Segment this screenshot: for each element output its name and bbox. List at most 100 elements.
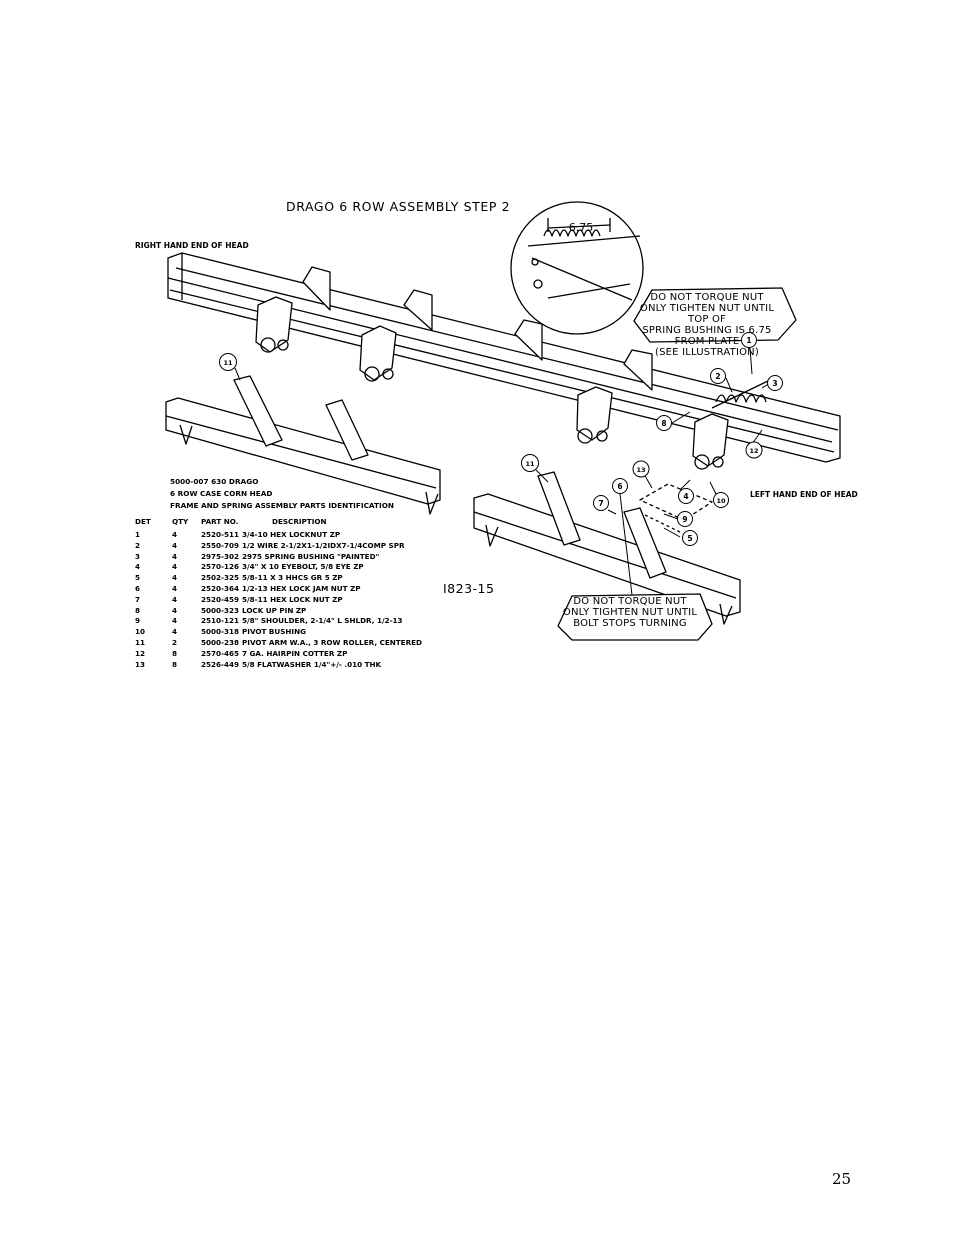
det-cell: 9 <box>135 616 141 626</box>
part-no-cell: 2520-511 <box>201 530 239 539</box>
description-cell: 2975 SPRING BUSHING "PAINTED" <box>242 551 380 561</box>
det-cell: 6 <box>135 583 141 593</box>
part-no-cell: 2975-302 <box>201 551 239 561</box>
description-cell: 5/8-11 X 3 HHCS GR 5 ZP <box>242 573 343 583</box>
callouts <box>219 332 783 546</box>
description-cell: PIVOT BUSHING <box>242 627 306 637</box>
callout-2: 2 <box>715 372 720 381</box>
callout-3: 3 <box>772 379 777 388</box>
note-bottom-line: ONLY TIGHTEN NUT UNTIL <box>562 607 698 618</box>
qty-cell: 8 <box>172 648 178 658</box>
part-no-cell: 2520-364 <box>201 583 239 593</box>
qty-cell: 8 <box>172 659 178 669</box>
det-cell: 2 <box>135 540 141 550</box>
det-cell: 5 <box>135 573 141 583</box>
col-qty: QTY <box>172 517 189 526</box>
part-no-cell: 5000-318 <box>201 627 239 637</box>
left-pivot-arm <box>165 375 441 515</box>
part-no-cell: 2550-709 <box>201 540 239 550</box>
note-top-line: ONLY TIGHTEN NUT UNTIL TOP OF <box>639 303 775 325</box>
det-cell: 1 <box>135 530 141 539</box>
callout-5: 5 <box>687 534 692 543</box>
note-top-line: SPRING BUSHING IS 6.75 FROM PLATE <box>642 325 772 347</box>
part-no-cell: 5000-323 <box>201 605 239 615</box>
description-cell: 5/8-11 HEX LOCK NUT ZP <box>242 594 343 604</box>
callout-12: 12 <box>749 447 758 455</box>
callout-11b: 11 <box>525 460 535 468</box>
part-no-cell: 2502-325 <box>201 573 239 583</box>
qty-cell: 4 <box>172 551 178 561</box>
callout-1: 1 <box>746 336 751 345</box>
col-det: DET <box>135 517 151 526</box>
right-end-label: RIGHT HAND END OF HEAD <box>135 241 249 250</box>
qty-cell: 4 <box>172 616 178 626</box>
part-no-cell: 2570-465 <box>201 648 239 658</box>
note-bottom: DO NOT TORQUE NUT ONLY TIGHTEN NUT UNTIL… <box>560 596 700 629</box>
part-no-cell: 2520-459 <box>201 594 239 604</box>
note-top: DO NOT TORQUE NUT ONLY TIGHTEN NUT UNTIL… <box>632 292 782 358</box>
det-cell: 8 <box>135 605 141 615</box>
part-no-cell: 5000-238 <box>201 637 239 647</box>
detail-dimension: 6.75 <box>569 221 594 234</box>
qty-cell: 4 <box>172 540 178 550</box>
det-cell: 10 <box>135 627 146 637</box>
description-cell: 3/4-10 HEX LOCKNUT ZP <box>242 530 341 539</box>
parts-header-line: 5000-007 630 DRAGO <box>170 477 259 486</box>
drawing-number: I823-15 <box>443 581 495 596</box>
assembly-drawing: 1 2 3 4 5 6 7 8 9 10 11 11 12 13 6.75 <box>165 201 841 641</box>
qty-cell: 4 <box>172 573 178 583</box>
description-cell: 5/8" SHOULDER, 2-1/4" L SHLDR, 1/2-13 <box>242 616 403 626</box>
det-cell: 7 <box>135 594 141 604</box>
note-top-line: DO NOT TORQUE NUT <box>650 292 764 303</box>
det-cell: 13 <box>135 659 146 669</box>
qty-cell: 4 <box>172 562 178 572</box>
part-no-cell: 2570-126 <box>201 562 239 572</box>
callout-4: 4 <box>683 492 688 501</box>
left-end-label: LEFT HAND END OF HEAD <box>750 490 858 499</box>
description-cell: 1/2-13 HEX LOCK JAM NUT ZP <box>242 583 361 593</box>
qty-cell: 4 <box>172 605 178 615</box>
qty-cell: 4 <box>172 530 178 539</box>
callout-13: 13 <box>636 466 645 474</box>
det-cell: 4 <box>135 562 141 572</box>
page-number: 25 <box>832 1170 852 1188</box>
note-top-line: (SEE ILLUSTRATION) <box>655 347 759 358</box>
parts-header-line: FRAME AND SPRING ASSEMBLY PARTS IDENTIFI… <box>170 501 395 510</box>
description-cell: PIVOT ARM W.A., 3 ROW ROLLER, CENTERED <box>242 637 422 647</box>
description-cell: 1/2 WIRE 2-1/2X1-1/2IDX7-1/4COMP SPR <box>242 540 405 550</box>
qty-cell: 4 <box>172 594 178 604</box>
det-cell: 3 <box>135 551 141 561</box>
qty-cell: 4 <box>172 627 178 637</box>
callout-11a: 11 <box>223 359 233 367</box>
callout-9: 9 <box>682 515 687 524</box>
callout-8: 8 <box>661 419 666 428</box>
parts-header-line: 6 ROW CASE CORN HEAD <box>170 489 273 498</box>
description-cell: 5/8 FLATWASHER 1/4"+/- .010 THK <box>242 659 382 669</box>
note-bottom-line: DO NOT TORQUE NUT <box>573 596 687 607</box>
callout-7: 7 <box>598 499 603 508</box>
col-description: DESCRIPTION <box>272 517 327 526</box>
part-no-cell: 2526-449 <box>201 659 239 669</box>
col-part-no: PART NO. <box>201 517 239 526</box>
figure-title: DRAGO 6 ROW ASSEMBLY STEP 2 <box>286 199 511 214</box>
description-cell: 3/4" X 10 EYEBOLT, 5/8 EYE ZP <box>242 562 364 572</box>
parts-table-header: DET QTY PART NO. DESCRIPTION <box>135 517 422 530</box>
qty-cell: 2 <box>172 637 178 647</box>
det-cell: 12 <box>135 648 146 658</box>
description-cell: 7 GA. HAIRPIN COTTER ZP <box>242 648 348 658</box>
qty-cell: 4 <box>172 583 178 593</box>
